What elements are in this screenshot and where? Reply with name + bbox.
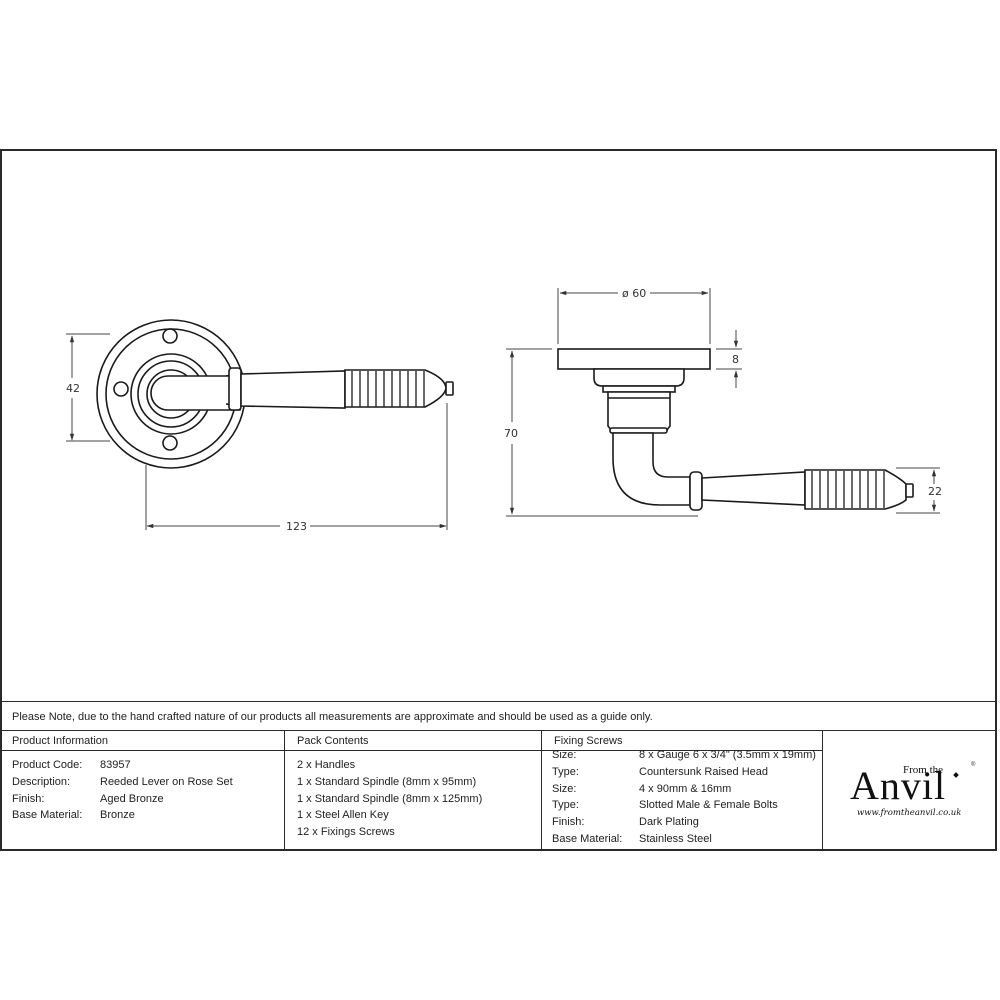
pack-item: 1 x Standard Spindle (8mm x 125mm) bbox=[297, 792, 483, 805]
pack-contents-header: Pack Contents bbox=[285, 731, 541, 751]
pack-item: 1 x Steel Allen Key bbox=[297, 809, 389, 822]
registered-mark: ® bbox=[971, 762, 976, 768]
logo-brand-small: From the bbox=[903, 764, 944, 776]
pack-item: 1 x Standard Spindle (8mm x 95mm) bbox=[297, 775, 477, 788]
label: Finish: bbox=[12, 792, 45, 805]
side-view-dimensions bbox=[506, 288, 940, 517]
dim-projection: 70 bbox=[504, 427, 518, 440]
value: Slotted Male & Female Bolts bbox=[639, 799, 778, 812]
value: 83957 bbox=[100, 759, 131, 771]
fixing-row: Size: 8 x Gauge 6 x 3/4" (3.5mm x 19mm) bbox=[542, 747, 822, 764]
value: Stainless Steel bbox=[639, 832, 712, 845]
measurement-note: Please Note, due to the hand crafted nat… bbox=[0, 701, 997, 731]
label: Description: bbox=[12, 775, 71, 788]
logo-brand-big: Anvil bbox=[850, 763, 947, 808]
product-info-row: Product Code: 83957 bbox=[0, 757, 284, 774]
fixing-row: Finish: Dark Plating bbox=[542, 814, 822, 831]
dim-grip: 22 bbox=[928, 485, 942, 498]
fixing-screws-panel: Fixing Screws Size: 8 x Gauge 6 x 3/4" (3… bbox=[542, 731, 823, 851]
pack-item: 12 x Fixings Screws bbox=[297, 826, 395, 839]
label: Product Code: bbox=[12, 759, 83, 771]
product-information-header: Product Information bbox=[0, 731, 284, 751]
value: Reeded Lever on Rose Set bbox=[100, 775, 233, 788]
label: Base Material: bbox=[552, 832, 623, 845]
value: Aged Bronze bbox=[100, 792, 164, 805]
value: Bronze bbox=[100, 809, 135, 822]
pack-contents-panel: Pack Contents 2 x Handles 1 x Standard S… bbox=[285, 731, 542, 851]
front-view-dimensions bbox=[66, 333, 448, 530]
fixing-row: Size: 4 x 90mm & 16mm bbox=[542, 781, 822, 798]
product-info-row: Finish: Aged Bronze bbox=[0, 791, 284, 808]
value: 8 x Gauge 6 x 3/4" (3.5mm x 19mm) bbox=[639, 749, 816, 761]
label: Finish: bbox=[552, 816, 585, 829]
front-view-lever bbox=[150, 367, 454, 411]
fixing-row: Base Material: Stainless Steel bbox=[542, 831, 822, 848]
from-the-anvil-logo: Anvil From the ® www.fromtheanvil.co.uk bbox=[850, 762, 980, 822]
side-view-reeds bbox=[811, 471, 885, 508]
value: Countersunk Raised Head bbox=[639, 765, 769, 778]
value: Dark Plating bbox=[639, 816, 699, 829]
dim-front-height: 42 bbox=[66, 382, 80, 395]
dim-rose-thickness: 8 bbox=[732, 353, 739, 366]
front-view-reeds bbox=[351, 371, 425, 407]
label: Size: bbox=[552, 782, 577, 795]
product-info-row: Description: Reeded Lever on Rose Set bbox=[0, 774, 284, 791]
dim-front-length: 123 bbox=[286, 520, 307, 533]
fixing-screws-header: Fixing Screws bbox=[542, 731, 822, 751]
value: 4 x 90mm & 16mm bbox=[639, 782, 732, 795]
drawing-sheet-border bbox=[0, 149, 997, 851]
product-information-panel: Product Information Product Code: 83957 D… bbox=[0, 731, 285, 851]
product-info-row: Base Material: Bronze bbox=[0, 807, 284, 824]
logo-url: www.fromtheanvil.co.uk bbox=[857, 808, 962, 818]
side-view-handle bbox=[557, 348, 914, 511]
dim-rose-diameter: ø 60 bbox=[622, 287, 646, 300]
label: Type: bbox=[552, 799, 579, 812]
label: Type: bbox=[552, 765, 579, 778]
logo-diamond-icon bbox=[953, 772, 959, 778]
label: Size: bbox=[552, 749, 577, 761]
pack-item: 2 x Handles bbox=[297, 759, 356, 771]
label: Base Material: bbox=[12, 809, 83, 822]
fixing-row: Type: Slotted Male & Female Bolts bbox=[542, 797, 822, 814]
fixing-row: Type: Countersunk Raised Head bbox=[542, 764, 822, 781]
